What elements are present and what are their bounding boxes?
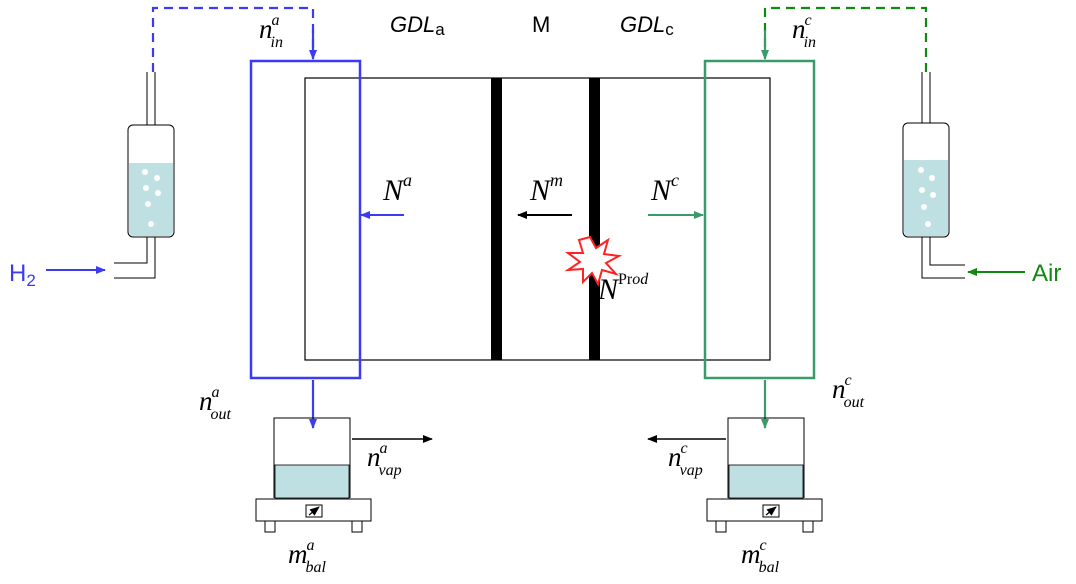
cathode-control-volume xyxy=(703,59,816,380)
humidifier-water-cathode xyxy=(904,160,948,236)
n-m-flux-label: Nm xyxy=(529,170,563,207)
cathode-inlet-line xyxy=(763,6,928,72)
cathode-catalyst-layer xyxy=(589,78,600,360)
cathode-balance xyxy=(706,417,823,533)
n-a-flux-label: Na xyxy=(382,170,412,207)
cathode-collected-water xyxy=(728,464,804,499)
gdl-frame xyxy=(304,77,771,361)
n-prod-label: NProd xyxy=(597,271,649,306)
cell-body xyxy=(304,77,771,361)
n-c-flux-label: Nc xyxy=(650,170,679,207)
anode-inlet-line xyxy=(151,6,315,72)
water-production-burst-icon xyxy=(564,235,623,287)
anode-collected-water xyxy=(274,464,350,499)
h2-label: H2 xyxy=(9,260,36,290)
humidifier-water-anode xyxy=(129,163,173,236)
anode-catalyst-layer xyxy=(491,78,502,360)
anode-balance xyxy=(255,417,372,533)
membrane-label: M xyxy=(532,12,550,37)
gdl-cathode-label: GDLc xyxy=(620,12,674,39)
anode-humidifier xyxy=(114,72,175,279)
anode-control-volume xyxy=(249,59,362,380)
air-label: Air xyxy=(1032,260,1061,287)
cathode-humidifier xyxy=(902,72,965,279)
gdl-anode-label: GDLa xyxy=(390,12,445,39)
